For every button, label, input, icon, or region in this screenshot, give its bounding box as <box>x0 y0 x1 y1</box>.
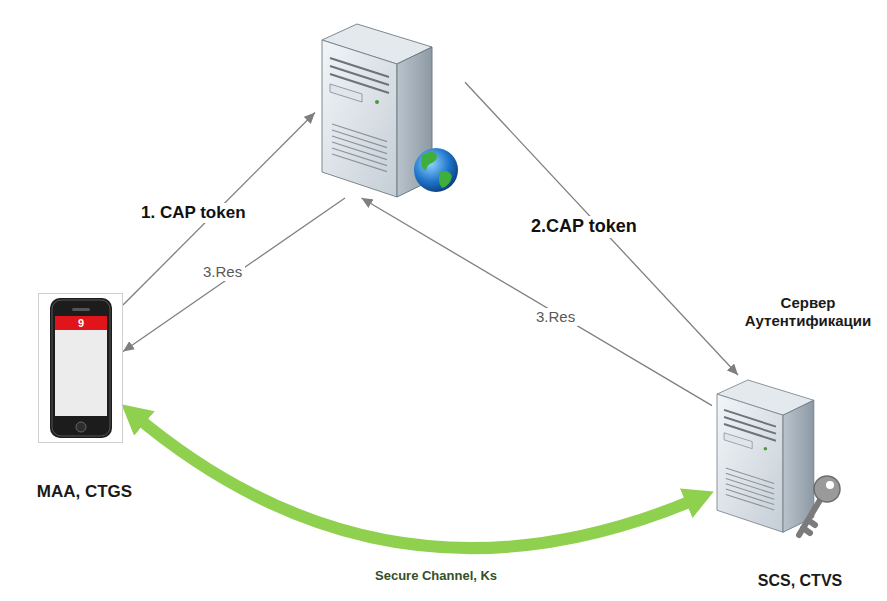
phone-node: MAA, CTGS <box>38 293 123 443</box>
edge-label: Secure Channel, Ks <box>372 568 500 584</box>
edge-label: 3.Res <box>200 263 245 281</box>
message-arrow <box>123 198 345 352</box>
server-heading: Сервер Аутентификации <box>733 294 883 330</box>
edge-label: 1. CAP token <box>138 203 249 223</box>
edge-label: 2.CAP token <box>528 216 640 238</box>
server-caption: SCS, CTVS <box>725 571 875 590</box>
message-arrow <box>123 113 315 305</box>
key-icon <box>799 476 840 535</box>
message-arrow <box>362 198 713 406</box>
web-server-node <box>315 20 465 198</box>
secure-channel-arrow <box>134 415 699 549</box>
auth-server-node: Сервер АутентификацииSCS, CTVS <box>712 375 842 545</box>
edge-label: 3.Res <box>533 308 578 326</box>
phone-illustration <box>50 298 112 438</box>
message-arrow <box>465 82 738 375</box>
auth-server-illustration <box>717 380 840 535</box>
device-caption: MAA, CTGS <box>10 482 160 502</box>
screen-digit: 9 <box>78 318 84 329</box>
web-server-illustration <box>322 24 458 197</box>
